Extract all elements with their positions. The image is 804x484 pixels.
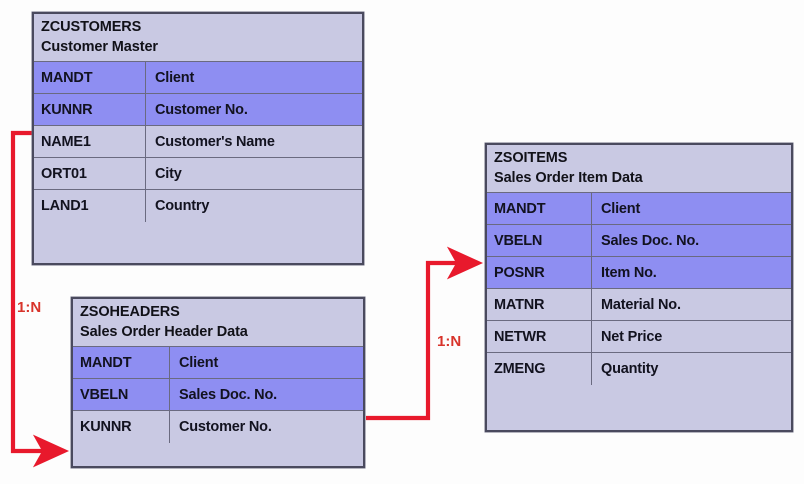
field-description: Client bbox=[179, 355, 219, 371]
field-name: MANDT bbox=[73, 347, 170, 378]
table-row[interactable]: LAND1 Country bbox=[34, 190, 362, 222]
field-name: ZMENG bbox=[487, 353, 592, 385]
field-name: ORT01 bbox=[34, 158, 146, 189]
cardinality-label-customers-soheaders: 1:N bbox=[17, 299, 42, 316]
field-name: NAME1 bbox=[34, 126, 146, 157]
cardinality-label-soheaders-soitems: 1:N bbox=[437, 333, 462, 350]
table-row[interactable]: ORT01 City bbox=[34, 158, 362, 190]
table-name: ZSOHEADERS bbox=[80, 304, 180, 320]
field-description: Material No. bbox=[601, 297, 681, 313]
field-name: NETWR bbox=[487, 321, 592, 352]
table-row[interactable]: NETWR Net Price bbox=[487, 321, 791, 353]
field-description: Client bbox=[601, 201, 641, 217]
field-name: VBELN bbox=[73, 379, 170, 410]
field-description: Sales Doc. No. bbox=[601, 233, 699, 249]
field-description: Customer No. bbox=[155, 102, 248, 118]
field-description: Client bbox=[155, 70, 195, 86]
field-description: Quantity bbox=[601, 361, 659, 377]
table-description: Customer Master bbox=[41, 39, 158, 55]
table-row[interactable]: NAME1 Customer's Name bbox=[34, 126, 362, 158]
table-row[interactable]: MANDT Client bbox=[34, 62, 362, 94]
table-name: ZSOITEMS bbox=[494, 150, 568, 166]
table-header-zsoitems: ZSOITEMS Sales Order Item Data bbox=[487, 145, 791, 193]
table-description: Sales Order Header Data bbox=[80, 324, 248, 340]
field-description: Item No. bbox=[601, 265, 657, 281]
table-header-zsoheaders: ZSOHEADERS Sales Order Header Data bbox=[73, 299, 363, 347]
field-name: KUNNR bbox=[34, 94, 146, 125]
table-row[interactable]: KUNNR Customer No. bbox=[73, 411, 363, 443]
field-name: MANDT bbox=[487, 193, 592, 224]
table-row[interactable]: MATNR Material No. bbox=[487, 289, 791, 321]
field-description: Net Price bbox=[601, 329, 663, 345]
entity-table-zcustomers[interactable]: ZCUSTOMERS Customer Master MANDT Client … bbox=[32, 12, 364, 265]
field-description: City bbox=[155, 166, 182, 182]
entity-table-zsoheaders[interactable]: ZSOHEADERS Sales Order Header Data MANDT… bbox=[71, 297, 365, 468]
entity-table-zsoitems[interactable]: ZSOITEMS Sales Order Item Data MANDT Cli… bbox=[485, 143, 793, 432]
field-name: POSNR bbox=[487, 257, 592, 288]
field-name: MATNR bbox=[487, 289, 592, 320]
table-row[interactable]: POSNR Item No. bbox=[487, 257, 791, 289]
field-description: Country bbox=[155, 198, 210, 214]
field-description: Sales Doc. No. bbox=[179, 387, 277, 403]
table-row[interactable]: VBELN Sales Doc. No. bbox=[487, 225, 791, 257]
field-name: MANDT bbox=[34, 62, 146, 93]
table-row[interactable]: VBELN Sales Doc. No. bbox=[73, 379, 363, 411]
field-description: Customer's Name bbox=[155, 134, 275, 150]
table-row[interactable]: MANDT Client bbox=[487, 193, 791, 225]
field-description: Customer No. bbox=[179, 419, 272, 435]
table-name: ZCUSTOMERS bbox=[41, 19, 142, 35]
field-name: VBELN bbox=[487, 225, 592, 256]
table-header-zcustomers: ZCUSTOMERS Customer Master bbox=[34, 14, 362, 62]
field-name: LAND1 bbox=[34, 190, 146, 222]
field-name: KUNNR bbox=[73, 411, 170, 443]
table-row[interactable]: ZMENG Quantity bbox=[487, 353, 791, 385]
table-row[interactable]: KUNNR Customer No. bbox=[34, 94, 362, 126]
table-row[interactable]: MANDT Client bbox=[73, 347, 363, 379]
table-description: Sales Order Item Data bbox=[494, 170, 643, 186]
connector-soheaders-to-soitems bbox=[366, 246, 484, 421]
